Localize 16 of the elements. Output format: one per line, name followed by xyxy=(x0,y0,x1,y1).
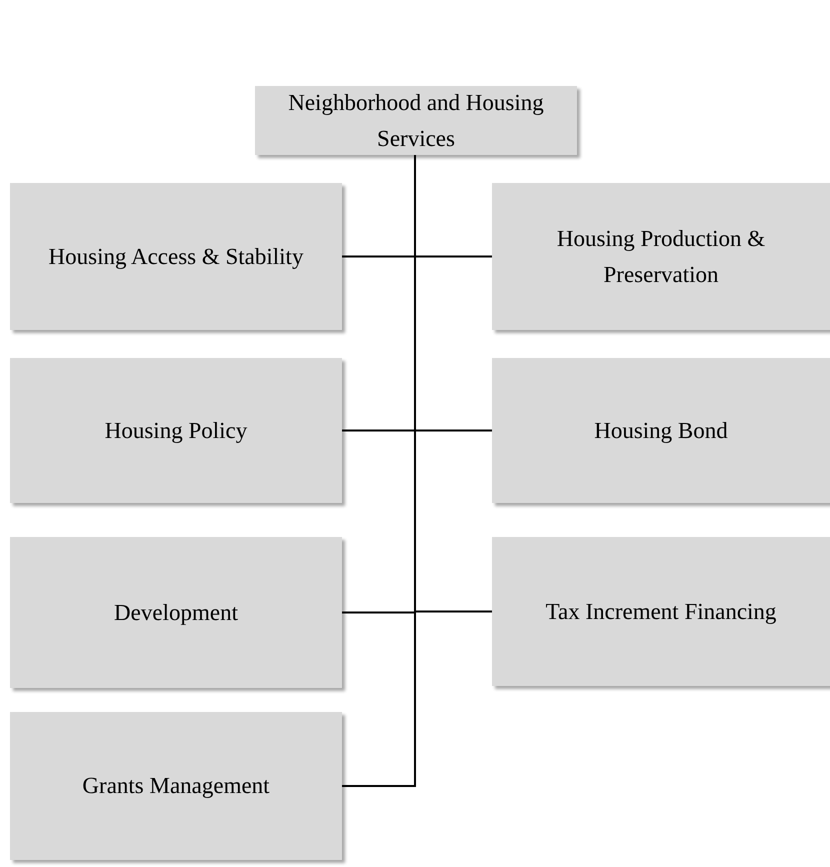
org-box xyxy=(492,537,830,686)
org-box xyxy=(10,358,342,503)
org-box xyxy=(255,86,577,155)
box-label: Tax Increment Financing xyxy=(546,598,776,626)
box-label: Neighborhood and Housing Services xyxy=(287,88,545,152)
org-box xyxy=(10,712,342,860)
box-label: Housing Access & Stability xyxy=(48,242,304,271)
org-box xyxy=(10,183,342,330)
org-box xyxy=(492,183,830,330)
org-box xyxy=(492,358,830,503)
box-label: Housing Policy xyxy=(104,416,248,445)
box-label: Housing Production & Preservation xyxy=(556,224,766,288)
box-label: Housing Bond xyxy=(594,416,728,445)
box-label: Grants Management xyxy=(82,772,270,800)
org-box xyxy=(10,537,342,688)
box-label: Development xyxy=(114,598,238,627)
